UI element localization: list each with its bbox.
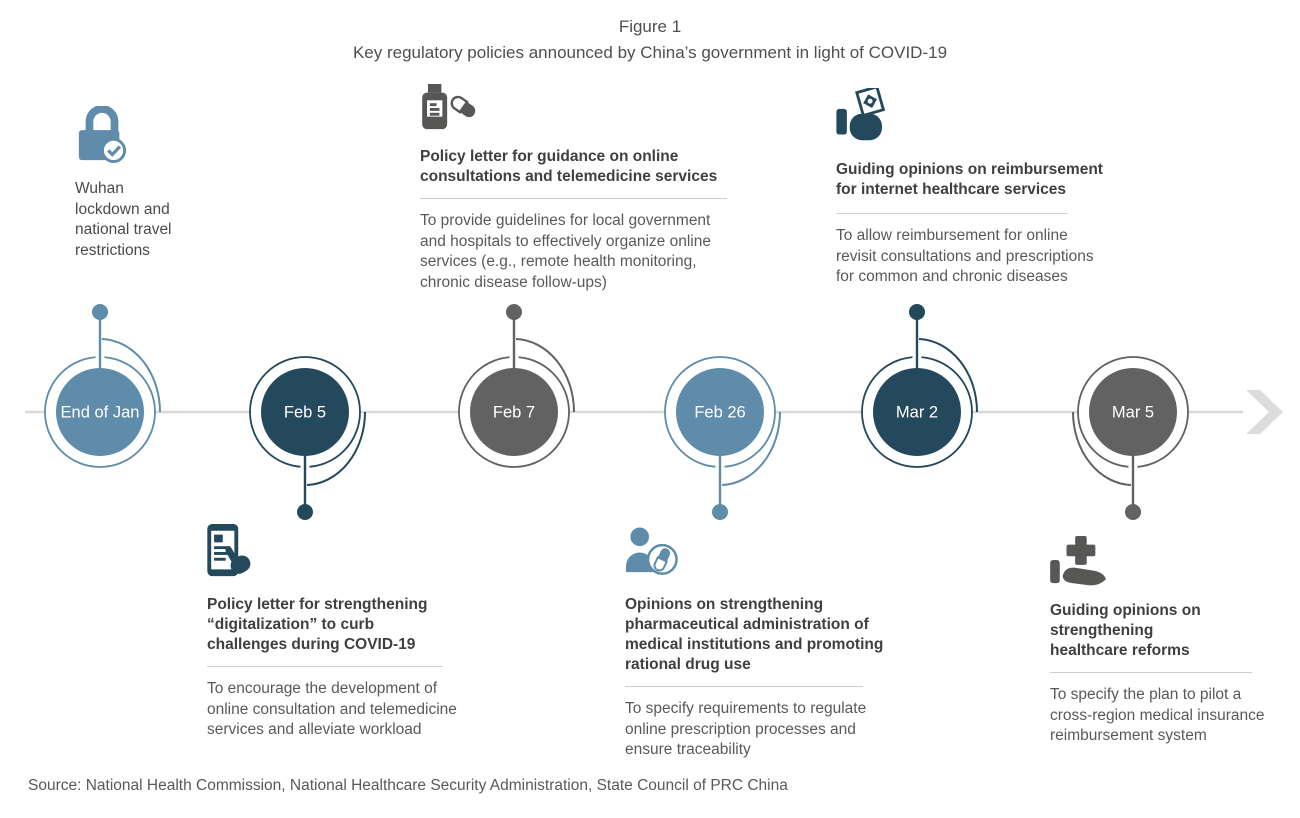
annotation-feb26: Opinions on strengthening pharmaceutical… xyxy=(625,527,897,761)
annotation-feb7: Policy letter for guidance on online con… xyxy=(420,84,742,293)
annotation-title: Wuhan lockdown and national travel restr… xyxy=(75,180,172,259)
timeline: End of Jan Feb 5 Feb 7 xyxy=(25,304,1283,520)
divider xyxy=(1050,672,1252,673)
figure-header: Figure 1 Key regulatory policies announc… xyxy=(0,14,1300,66)
source-note: Source: National Health Commission, Nati… xyxy=(28,777,788,794)
annotation-body: To encourage the development of online c… xyxy=(207,680,457,738)
divider xyxy=(420,198,727,199)
annotation-body: To allow reimbursement for online revisi… xyxy=(836,227,1094,285)
annotation-title: Guiding opinions on reimbursement for in… xyxy=(836,161,1103,198)
divider xyxy=(207,666,443,667)
annotation-title: Policy letter for strengthening “digital… xyxy=(207,596,428,653)
timeline-date: Mar 5 xyxy=(1112,404,1154,422)
annotation-feb5: Policy letter for strengthening “digital… xyxy=(207,524,469,741)
figure-title: Key regulatory policies announced by Chi… xyxy=(352,43,948,62)
annotation-body: To specify the plan to pilot a cross-reg… xyxy=(1050,686,1265,744)
annotation-wuhan: Wuhan lockdown and national travel restr… xyxy=(75,105,250,261)
timeline-node-mar2: Mar 2 xyxy=(861,304,978,468)
hand-holding-cross-icon xyxy=(1050,536,1300,591)
divider xyxy=(836,213,1068,214)
right-arrow-icon xyxy=(1246,390,1283,434)
annotation-body: To provide guidelines for local governme… xyxy=(420,212,711,291)
smartphone-hand-icon xyxy=(207,524,469,585)
divider xyxy=(625,686,863,687)
annotation-body: To specify requirements to regulate onli… xyxy=(625,700,867,758)
timeline-node-end-of-jan: End of Jan xyxy=(44,304,161,468)
annotation-title: Policy letter for guidance on online con… xyxy=(420,148,718,185)
timeline-date: Mar 2 xyxy=(896,404,938,422)
timeline-date: End of Jan xyxy=(61,404,140,422)
timeline-node-mar5: Mar 5 xyxy=(1072,356,1189,520)
hand-holding-money-icon xyxy=(836,85,1136,150)
annotation-mar2: Guiding opinions on reimbursement for in… xyxy=(836,85,1136,288)
medicine-bottle-pill-icon xyxy=(420,84,742,137)
timeline-node-feb26: Feb 26 xyxy=(664,356,781,520)
person-pill-icon xyxy=(625,527,897,585)
timeline-date: Feb 5 xyxy=(284,404,326,422)
timeline-node-feb5: Feb 5 xyxy=(249,356,366,520)
annotation-mar5: Guiding opinions on strengthening health… xyxy=(1050,536,1300,747)
lock-check-icon xyxy=(75,105,250,169)
timeline-node-feb7: Feb 7 xyxy=(458,304,575,468)
annotation-title: Opinions on strengthening pharmaceutical… xyxy=(625,596,884,673)
annotation-title: Guiding opinions on strengthening health… xyxy=(1050,602,1201,659)
timeline-date: Feb 7 xyxy=(493,404,535,422)
timeline-date: Feb 26 xyxy=(694,404,745,422)
figure-label: Figure 1 xyxy=(618,17,682,36)
